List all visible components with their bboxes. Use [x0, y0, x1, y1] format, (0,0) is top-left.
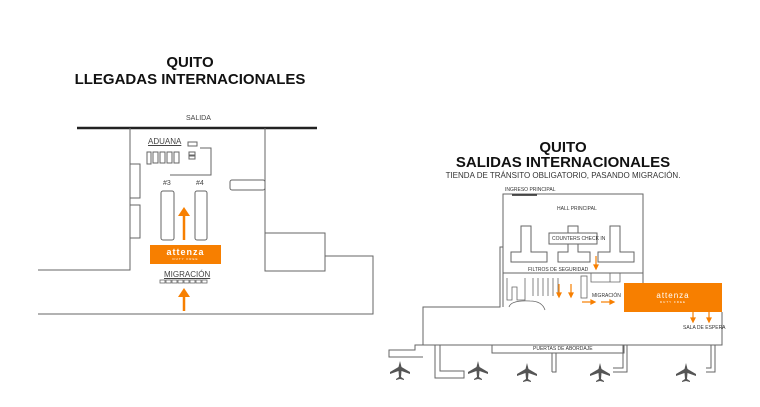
- wall: [422, 246, 723, 346]
- departures-title-city: QUITO: [539, 139, 587, 156]
- departures-migration-label: MIGRACIÓN: [592, 293, 621, 299]
- airplane-icons: [390, 361, 696, 382]
- flow-arrows: [556, 256, 712, 324]
- brand-subtitle: DUTY FREE: [172, 257, 199, 261]
- checkin-label-box: [548, 232, 598, 245]
- gates-box: [491, 344, 625, 354]
- up-arrow-icon: [178, 288, 190, 311]
- jet-bridges: [388, 344, 716, 379]
- arrivals-title-city: QUITO: [166, 54, 214, 71]
- boarding-gates-label: PUERTAS DE ABORDAJE: [533, 346, 593, 352]
- wall: [38, 128, 131, 271]
- migration-booths: [159, 279, 208, 284]
- wall: [264, 128, 326, 272]
- main-hall-label: HALL PRINCIPAL: [557, 206, 597, 212]
- exit-label: SALIDA: [186, 115, 211, 122]
- attenza-store-arrivals: attenza DUTY FREE: [150, 245, 221, 264]
- brand-logo: attenza: [656, 290, 690, 300]
- baggage-belt-4: [194, 190, 208, 241]
- up-arrow-icon: [178, 207, 190, 240]
- customs-desk: [187, 141, 198, 147]
- attenza-store-departures: attenza DUTY FREE: [624, 283, 722, 312]
- side-counter: [229, 179, 266, 191]
- security-label: FILTROS DE SEGURIDAD: [528, 267, 589, 273]
- departures-plan: [388, 193, 723, 382]
- departures-title: SALIDAS INTERNACIONALES: [455, 154, 671, 171]
- customs-partition: [170, 147, 212, 176]
- arrivals-title: LLEGADAS INTERNACIONALES: [74, 71, 306, 88]
- side-room: [129, 163, 141, 199]
- customs-label: ADUANA: [148, 137, 182, 146]
- wall: [38, 255, 374, 315]
- belt-3-label: #3: [163, 180, 171, 187]
- migration-label: MIGRACIÓN: [164, 270, 211, 279]
- customs-booths: [146, 151, 196, 165]
- checkin-label: COUNTERS CHECK IN: [552, 236, 606, 242]
- main-entrance-label: INGRESO PRINCIPAL: [505, 187, 556, 193]
- security-filters: [506, 273, 621, 311]
- brand-subtitle: DUTY FREE: [660, 299, 686, 304]
- side-room: [129, 204, 141, 239]
- belt-4-label: #4: [196, 180, 204, 187]
- waiting-room-label: SALA DE ESPERA: [683, 325, 726, 331]
- arrivals-plan: [38, 126, 374, 315]
- wall: [502, 193, 644, 283]
- brand-logo: attenza: [166, 247, 205, 257]
- baggage-belt-3: [160, 190, 175, 241]
- departures-subtitle: TIENDA DE TRÁNSITO OBLIGATORIO, PASANDO …: [445, 171, 681, 180]
